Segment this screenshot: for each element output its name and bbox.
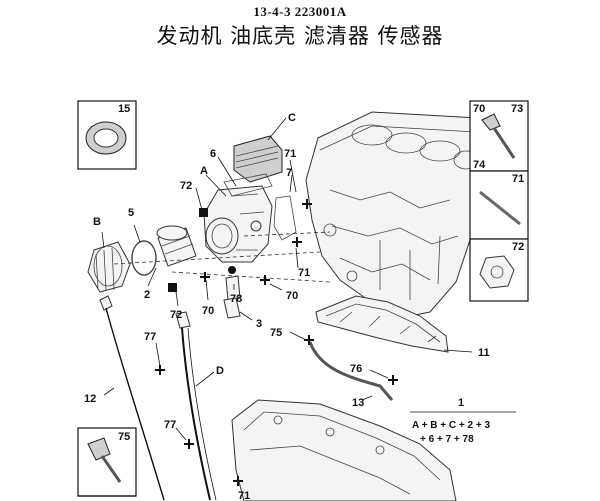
diagram-title: 发动机 油底壳 滤清器 传感器 xyxy=(156,24,444,48)
part-D-dipstick-tube xyxy=(175,311,217,501)
callout-77-lower: 77 xyxy=(164,419,176,431)
oil-pan xyxy=(231,399,457,501)
part-A-oil-filter-housing xyxy=(203,185,273,263)
plus-markers xyxy=(155,199,398,486)
callout-C: C xyxy=(288,112,296,124)
part-3-fitting xyxy=(223,297,241,319)
diagram-code: 13-4-3 223001A xyxy=(253,4,347,19)
callout-70-box: 70 xyxy=(473,103,485,115)
assembly-guide-line xyxy=(243,231,331,237)
callout-11: 11 xyxy=(478,347,490,359)
part-12-dipstick xyxy=(99,295,165,501)
callout-D: D xyxy=(216,365,224,377)
callout-78: 78 xyxy=(230,293,242,305)
part-7-gasket xyxy=(273,195,297,241)
callout-5: 5 xyxy=(128,207,134,219)
callout-70-mid: 70 xyxy=(202,305,214,317)
part-13-pipe xyxy=(308,341,394,401)
callout-B: B xyxy=(93,216,101,228)
part-C-oil-cooler xyxy=(233,135,283,183)
callout-15: 15 xyxy=(118,103,130,115)
part-2-filter-element xyxy=(156,225,197,267)
part-78-oil-sensor xyxy=(225,266,241,301)
callout-72-lower: 72 xyxy=(170,309,182,321)
callout-3: 3 xyxy=(256,318,262,330)
callout-70-right: 70 xyxy=(286,290,298,302)
callout-72-upper: 72 xyxy=(180,180,192,192)
callout-74: 74 xyxy=(473,159,486,171)
square-marker xyxy=(168,283,177,292)
callout-1: 1 xyxy=(458,397,464,409)
callout-73: 73 xyxy=(511,103,523,115)
callout-71-bottom: 71 xyxy=(238,490,250,501)
callout-75-box: 75 xyxy=(118,431,130,443)
callout-72-box: 72 xyxy=(512,241,524,253)
callout-77-upper: 77 xyxy=(144,331,156,343)
leader-lines xyxy=(101,117,516,441)
box-75 xyxy=(77,427,137,497)
callout-12: 12 xyxy=(84,393,96,405)
callout-71-lower: 71 xyxy=(298,267,310,279)
square-marker xyxy=(199,208,208,217)
assembly-guide-line xyxy=(171,271,331,283)
callout-7: 7 xyxy=(286,167,292,179)
assembly-guide-line xyxy=(113,251,321,265)
callout-76: 76 xyxy=(350,363,362,375)
callout-6: 6 xyxy=(210,148,216,160)
formula-line-1: A + B + C + 2 + 3 xyxy=(412,420,490,431)
part-5-o-ring xyxy=(131,240,157,276)
callout-2: 2 xyxy=(144,289,150,301)
formula-line-2: + 6 + 7 + 78 xyxy=(420,434,474,445)
box-72 xyxy=(469,238,529,302)
callout-71-upper: 71 xyxy=(284,148,296,160)
part-11-oil-baffle xyxy=(315,295,449,353)
engine-block xyxy=(305,111,481,319)
box-15 xyxy=(77,100,137,170)
callout-71-box: 71 xyxy=(512,173,524,185)
callout-75: 75 xyxy=(270,327,282,339)
callout-A: A xyxy=(200,165,208,177)
callout-13: 13 xyxy=(352,397,364,409)
part-B-filter-cap xyxy=(87,241,131,293)
part-6-gasket xyxy=(223,173,273,197)
